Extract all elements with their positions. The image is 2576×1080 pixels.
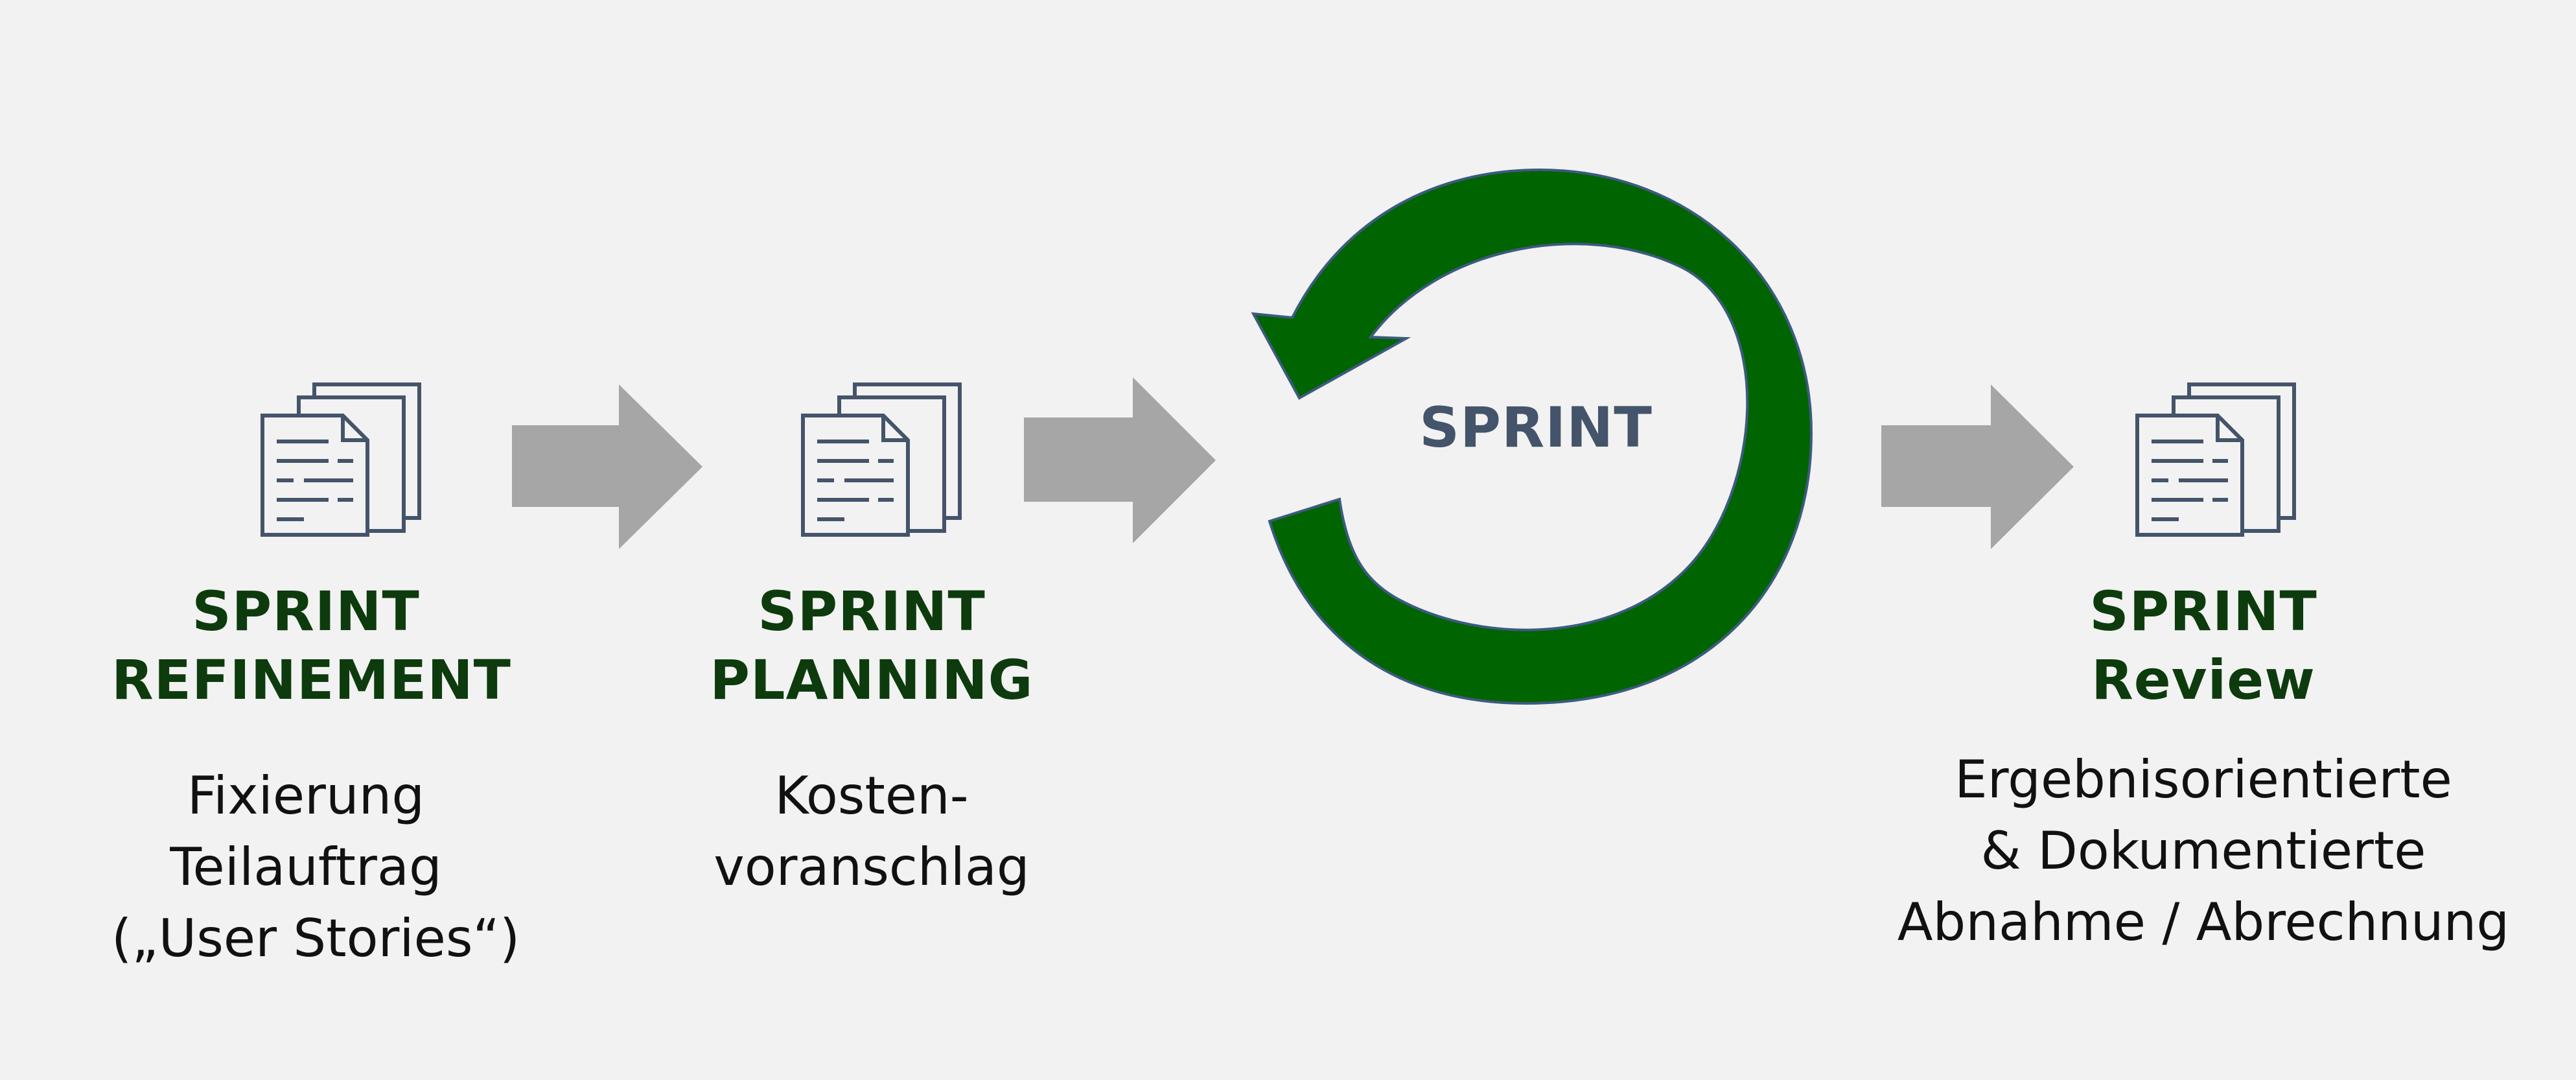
step-description-planning: Kosten- voranschlag — [677, 760, 1066, 903]
step-description-refinement: Fixierung Teilauftrag („User Stories“) — [111, 760, 520, 974]
step-title-line: PLANNING — [710, 648, 1034, 712]
step-title-refinement: SPRINT REFINEMENT — [111, 577, 511, 714]
step-title-line: SPRINT — [2089, 580, 2317, 643]
step-description-line: voranschlag — [714, 837, 1030, 897]
cycle-arrow-icon — [1251, 168, 1813, 705]
step-title-line: SPRINT — [192, 580, 420, 643]
step-title-line: REFINEMENT — [111, 648, 511, 712]
step-description-line: Teilauftrag — [170, 837, 442, 897]
step-description-line: Fixierung — [187, 766, 425, 826]
step-title-review: SPRINT Review — [2009, 577, 2398, 714]
arrow-right-icon — [512, 384, 702, 549]
step-title-planning: SPRINT PLANNING — [677, 577, 1066, 714]
cycle-label: SPRINT — [1419, 395, 1653, 460]
step-description-line: Kosten- — [774, 766, 969, 826]
documents-icon — [2137, 384, 2294, 535]
documents-icon — [803, 384, 960, 535]
step-description-line: Ergebnisorientierte — [1955, 749, 2452, 810]
step-title-line: Review — [2091, 648, 2315, 712]
arrow-right-icon — [1881, 384, 2074, 549]
documents-icon — [262, 384, 419, 535]
step-title-line: SPRINT — [758, 580, 986, 643]
step-description-line: („User Stories“) — [111, 908, 520, 968]
step-description-review: Ergebnisorientierte & Dokumentierte Abna… — [1866, 744, 2540, 958]
arrow-right-icon — [1024, 377, 1216, 543]
step-description-line: Abnahme / Abrechnung — [1897, 892, 2510, 952]
step-description-line: & Dokumentierte — [1980, 821, 2426, 881]
